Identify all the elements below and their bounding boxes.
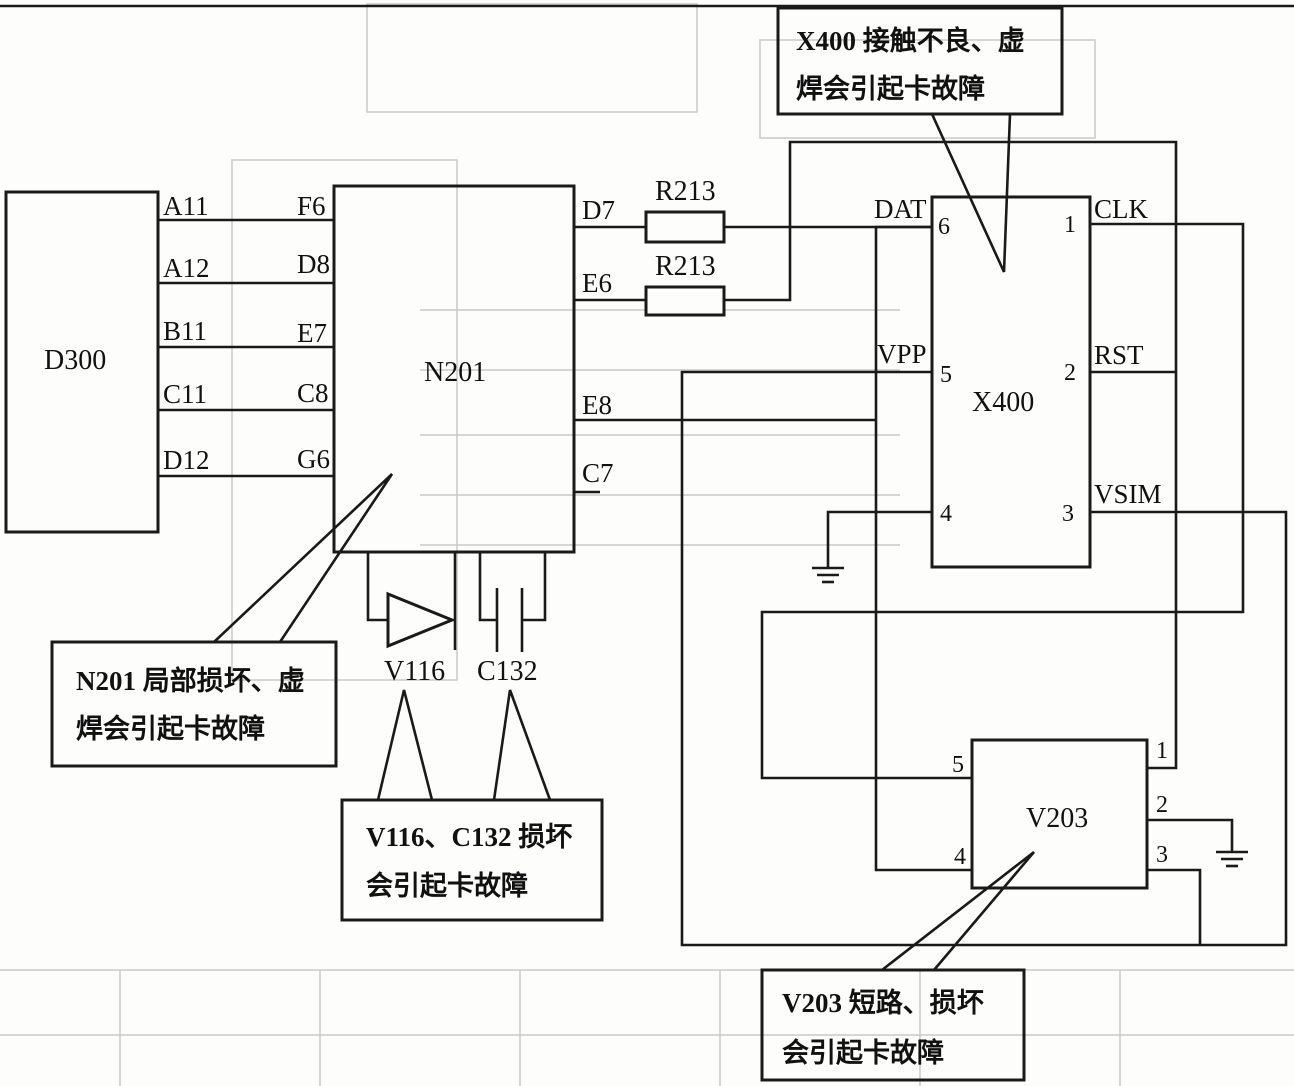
- callout-v203-line1: V203 短路、损坏: [782, 987, 984, 1018]
- dat-net: [874, 225, 972, 872]
- d300-n201-buses: [158, 218, 334, 478]
- v203-pin-4: 4: [954, 844, 966, 870]
- x400-label: X400: [972, 387, 1034, 418]
- x400-pin-2: 2: [1064, 360, 1076, 386]
- v203-pin-5: 5: [952, 752, 964, 778]
- r213-resistor-top: [644, 210, 726, 244]
- n201-pin-e8: E8: [582, 390, 612, 420]
- n201-pin-c8: C8: [297, 378, 329, 408]
- callout-x400-pointer: [930, 113, 1012, 273]
- c132-capacitor-symbol: [495, 588, 524, 652]
- n201-pin-d7: D7: [582, 195, 615, 225]
- callout-v203-box: [760, 968, 1026, 1082]
- callout-v116-line1: V116、C132 损坏: [366, 822, 572, 852]
- d300-pin-d12: D12: [163, 445, 210, 475]
- v203-pin1-wire: [1147, 372, 1178, 770]
- r213-resistor-bottom: [644, 285, 726, 317]
- callout-c132-pointer: [492, 689, 552, 801]
- x400-pin-6: 6: [938, 214, 950, 240]
- d300-pin-c11: C11: [163, 379, 207, 409]
- callout-v203-pointer: [881, 850, 1035, 972]
- r213-label-top: R213: [655, 176, 716, 207]
- x400-pin-3: 3: [1062, 501, 1074, 527]
- v203-pin-2: 2: [1156, 792, 1168, 818]
- n201-pin-f6: F6: [297, 191, 326, 221]
- callout-x400-line1: X400 接触不良、虚: [796, 25, 1025, 56]
- c132-label: C132: [477, 656, 538, 687]
- c132-right-lead: [522, 552, 547, 622]
- x400-pin-rst-name: RST: [1094, 340, 1144, 370]
- callout-n201-line1: N201 局部损坏、虚: [76, 665, 305, 696]
- v116-label: V116: [384, 656, 445, 687]
- v203-gnd-wire: [1147, 818, 1234, 852]
- callout-x400-box: [776, 6, 1064, 116]
- x400-pin-5: 5: [940, 362, 952, 388]
- x400-pin-vpp-name: VPP: [877, 339, 927, 369]
- ground-symbol-x400: [812, 566, 844, 584]
- d300-box: [4, 190, 160, 534]
- c132-left-lead: [478, 552, 497, 622]
- x400-pin-1: 1: [1064, 212, 1076, 238]
- r213-label-bottom: R213: [655, 251, 716, 282]
- x400-box: [930, 195, 1092, 569]
- clk-net: [760, 222, 1245, 780]
- v203-pin-1: 1: [1156, 738, 1168, 764]
- x400-gnd-wire: [826, 510, 932, 568]
- callout-v116-line2: 会引起卡故障: [366, 870, 528, 901]
- d300-label: D300: [44, 345, 106, 376]
- n201-label: N201: [424, 357, 486, 388]
- v203-pin-3: 3: [1156, 842, 1168, 868]
- d300-pin-a11: A11: [163, 191, 209, 221]
- x400-pin-vsim-name: VSIM: [1094, 479, 1162, 509]
- n201-pin-c7: C7: [582, 458, 614, 488]
- callout-v116-box: [340, 798, 604, 922]
- v203-box: [970, 738, 1149, 890]
- callout-n201-line2: 焊会引起卡故障: [76, 713, 265, 744]
- x400-pin-dat-name: DAT: [874, 194, 927, 224]
- callout-v203-line2: 会引起卡故障: [782, 1037, 944, 1068]
- d300-pin-b11: B11: [163, 316, 207, 346]
- n201-pin-e7: E7: [297, 318, 327, 348]
- v116-diode-symbol: [386, 590, 457, 650]
- callout-x400-line2: 焊会引起卡故障: [796, 73, 985, 104]
- d300-pin-a12: A12: [163, 253, 210, 283]
- n201-pin-g6: G6: [297, 444, 330, 474]
- e6-rst-net: [724, 140, 1178, 372]
- n201-pin-e6: E6: [582, 268, 612, 298]
- x400-pin-4: 4: [940, 501, 952, 527]
- callout-n201-pointer: [213, 473, 394, 643]
- v203-label: V203: [1026, 803, 1088, 834]
- x400-pin-clk-name: CLK: [1094, 194, 1149, 224]
- callout-n201-box: [50, 640, 338, 768]
- n201-pin-d8: D8: [297, 249, 330, 279]
- ground-symbol-v203: [1216, 850, 1248, 868]
- v203-pin3-wire: [1147, 868, 1202, 945]
- callout-v116-pointer: [376, 689, 434, 801]
- v116-left-lead: [366, 552, 388, 622]
- vsim-outer-loop: [680, 370, 1288, 947]
- bleed-through-background: [0, 3, 1294, 1086]
